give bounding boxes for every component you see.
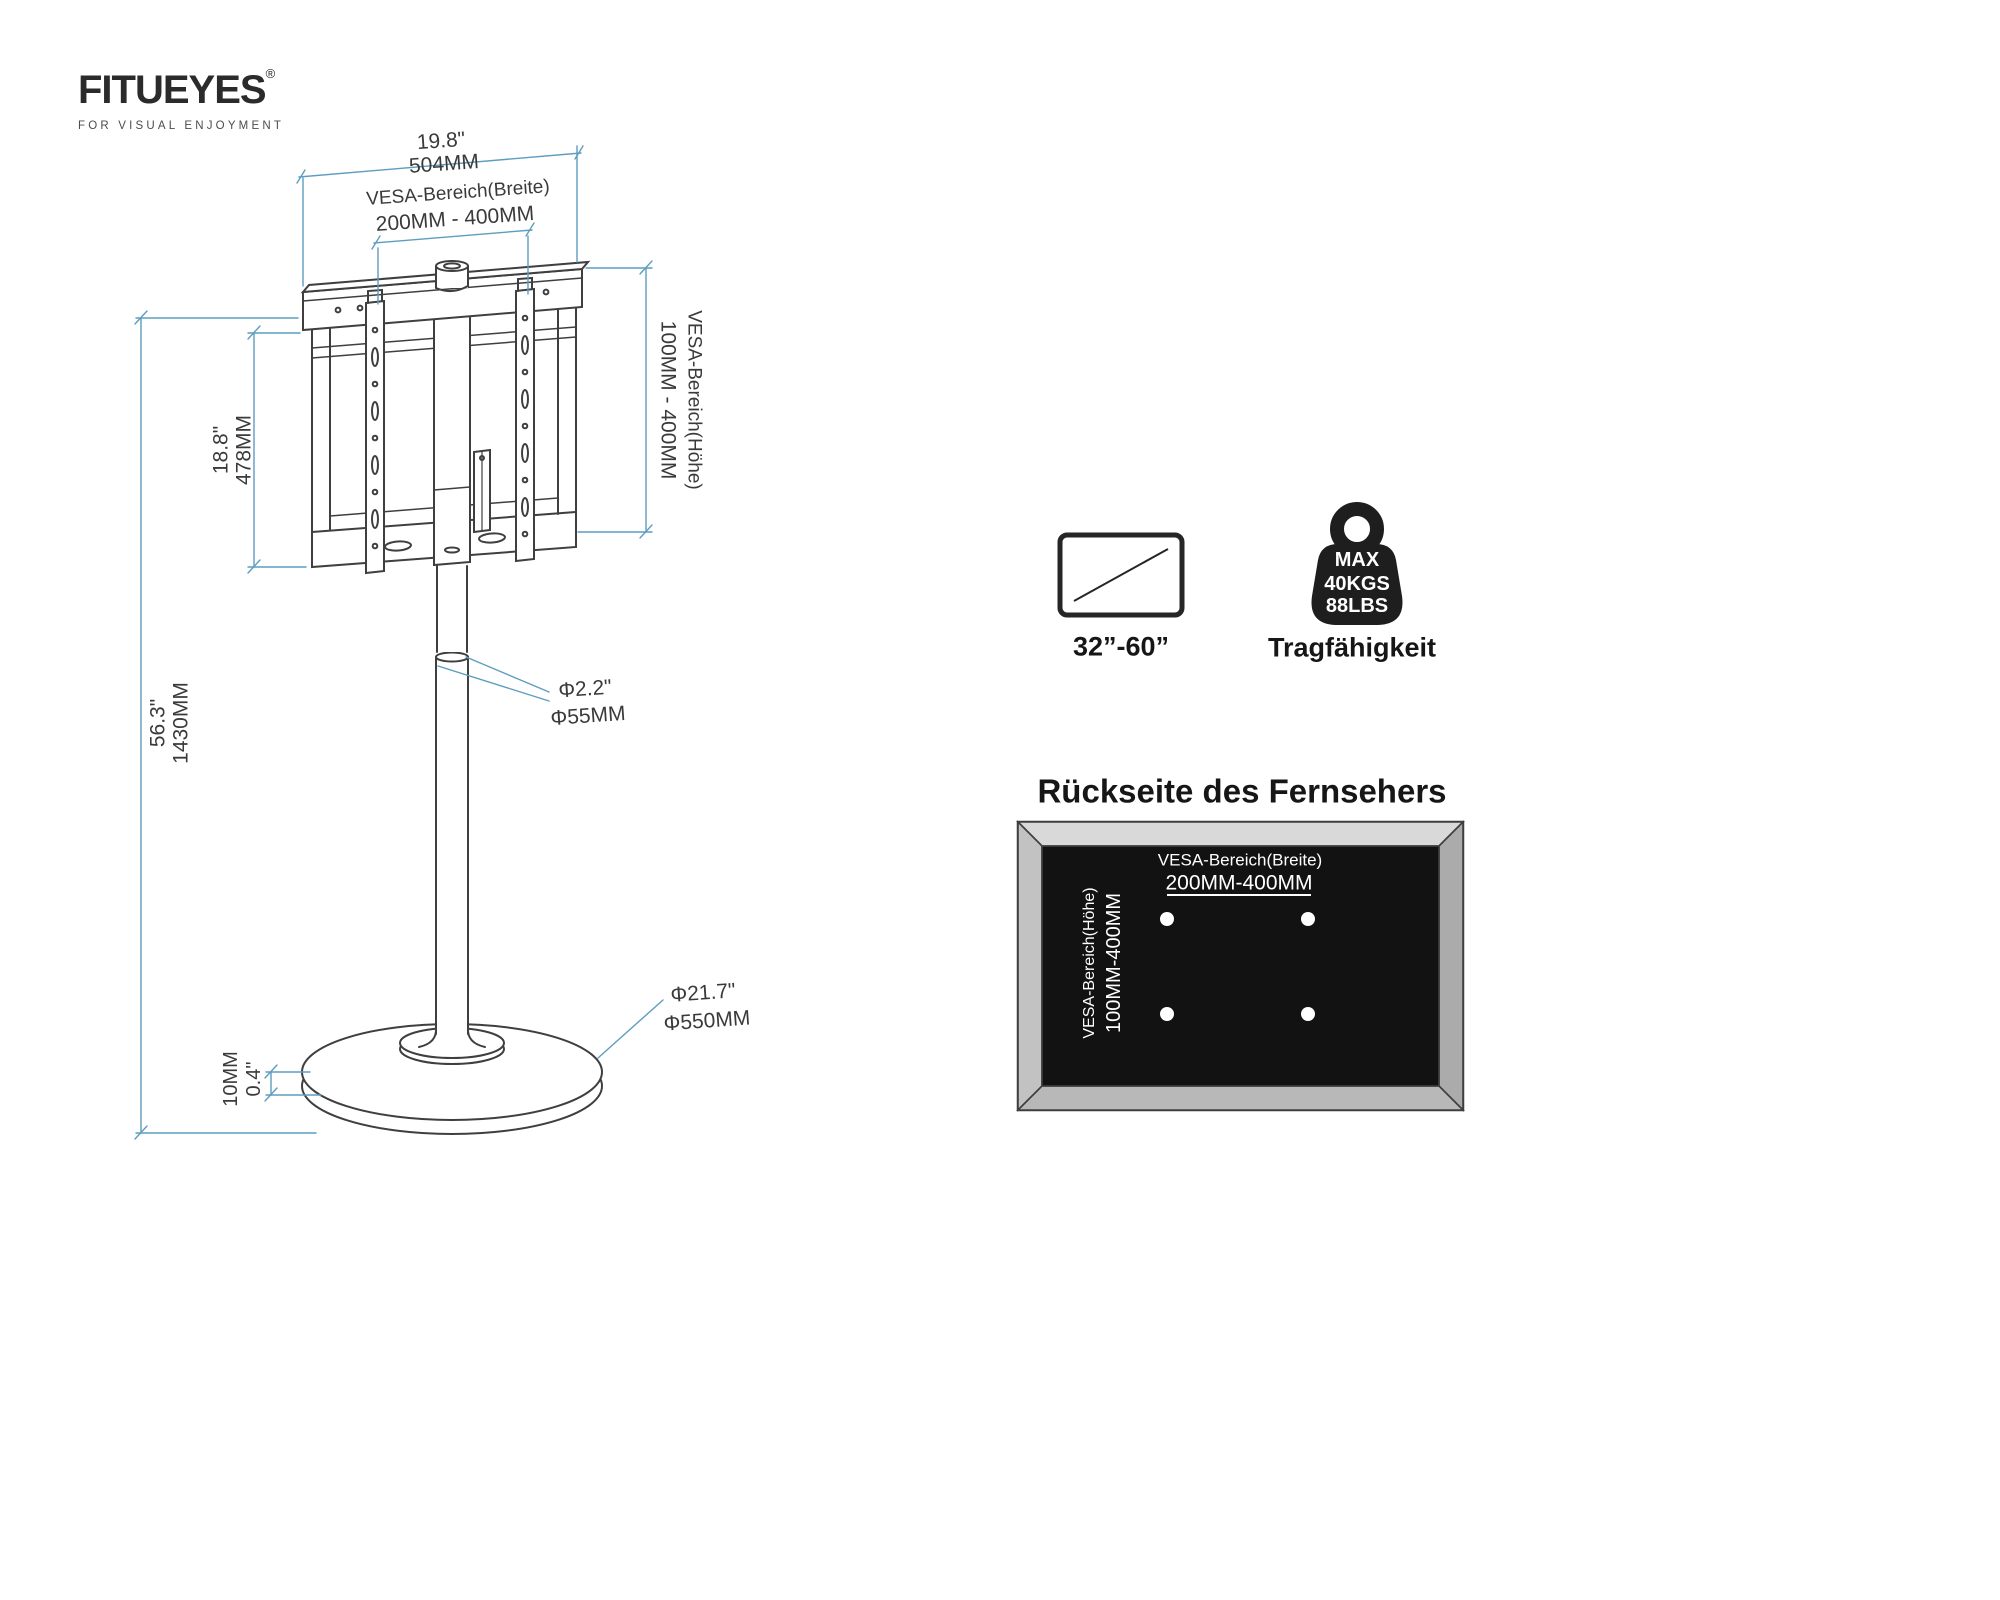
vesa-rail-right bbox=[515, 287, 535, 563]
screen-size-icon bbox=[1057, 532, 1185, 618]
dim-total-height-inches: 56.3" bbox=[146, 698, 170, 748]
registered-mark: ® bbox=[265, 66, 276, 81]
brand-tagline: FOR VISUAL ENJOYMENT bbox=[78, 120, 285, 132]
center-column bbox=[433, 295, 471, 567]
dim-base-thickness-inches: 0.4" bbox=[243, 1061, 265, 1097]
screen-size-range: 32”-60” bbox=[1072, 631, 1170, 662]
weight-lbs: 88LBS bbox=[1325, 595, 1389, 617]
vesa-rail-left bbox=[365, 299, 385, 575]
dim-vesa-height-range: 100MM - 400MM bbox=[656, 320, 680, 480]
brand-name: FITUEYES bbox=[78, 68, 267, 112]
weight-max-label: MAX bbox=[1334, 549, 1380, 571]
panel-vesa-width-range: 200MM-400MM bbox=[1165, 871, 1313, 895]
dim-bracket-height-inches: 18.8" bbox=[209, 425, 233, 475]
back-panel-graphic bbox=[1016, 820, 1465, 1112]
dim-pole-diameter-mm: Φ55MM bbox=[549, 701, 627, 731]
vesa-holes bbox=[1160, 912, 1315, 1021]
dim-bracket-height-mm: 478MM bbox=[232, 414, 256, 486]
dim-base-thickness-mm: 10MM bbox=[220, 1051, 242, 1107]
panel-vesa-height-range: 100MM-400MM bbox=[1103, 892, 1125, 1034]
pole-collar bbox=[435, 651, 469, 663]
back-panel-title: Rückseite des Fernsehers bbox=[1037, 772, 1447, 810]
dim-base-diameter-inches: Φ21.7" bbox=[669, 979, 737, 1007]
tv-stand-drawing bbox=[300, 260, 603, 1135]
panel-vesa-height-label: VESA-Bereich(Höhe) bbox=[1081, 887, 1098, 1039]
back-panel-screen bbox=[1041, 845, 1440, 1087]
dim-top-width-inches: 19.8" bbox=[416, 127, 466, 155]
brand-logo: FITUEYES® FOR VISUAL ENJOYMENT bbox=[78, 66, 285, 132]
dim-top-width-mm: 504MM bbox=[408, 150, 480, 178]
dim-total-height-mm: 1430MM bbox=[169, 682, 193, 764]
panel-vesa-width-label: VESA-Bereich(Breite) bbox=[1157, 850, 1323, 870]
dimension-lines bbox=[134, 145, 664, 1140]
capacity-label: Tragfähigkeit bbox=[1267, 632, 1437, 663]
dim-vesa-height-label: VESA-Bereich(Höhe) bbox=[683, 310, 705, 490]
weight-capacity-icon bbox=[1311, 502, 1403, 625]
dim-pole-diameter-inches: Φ2.2" bbox=[557, 675, 613, 703]
weight-kgs: 40KGS bbox=[1324, 573, 1390, 595]
